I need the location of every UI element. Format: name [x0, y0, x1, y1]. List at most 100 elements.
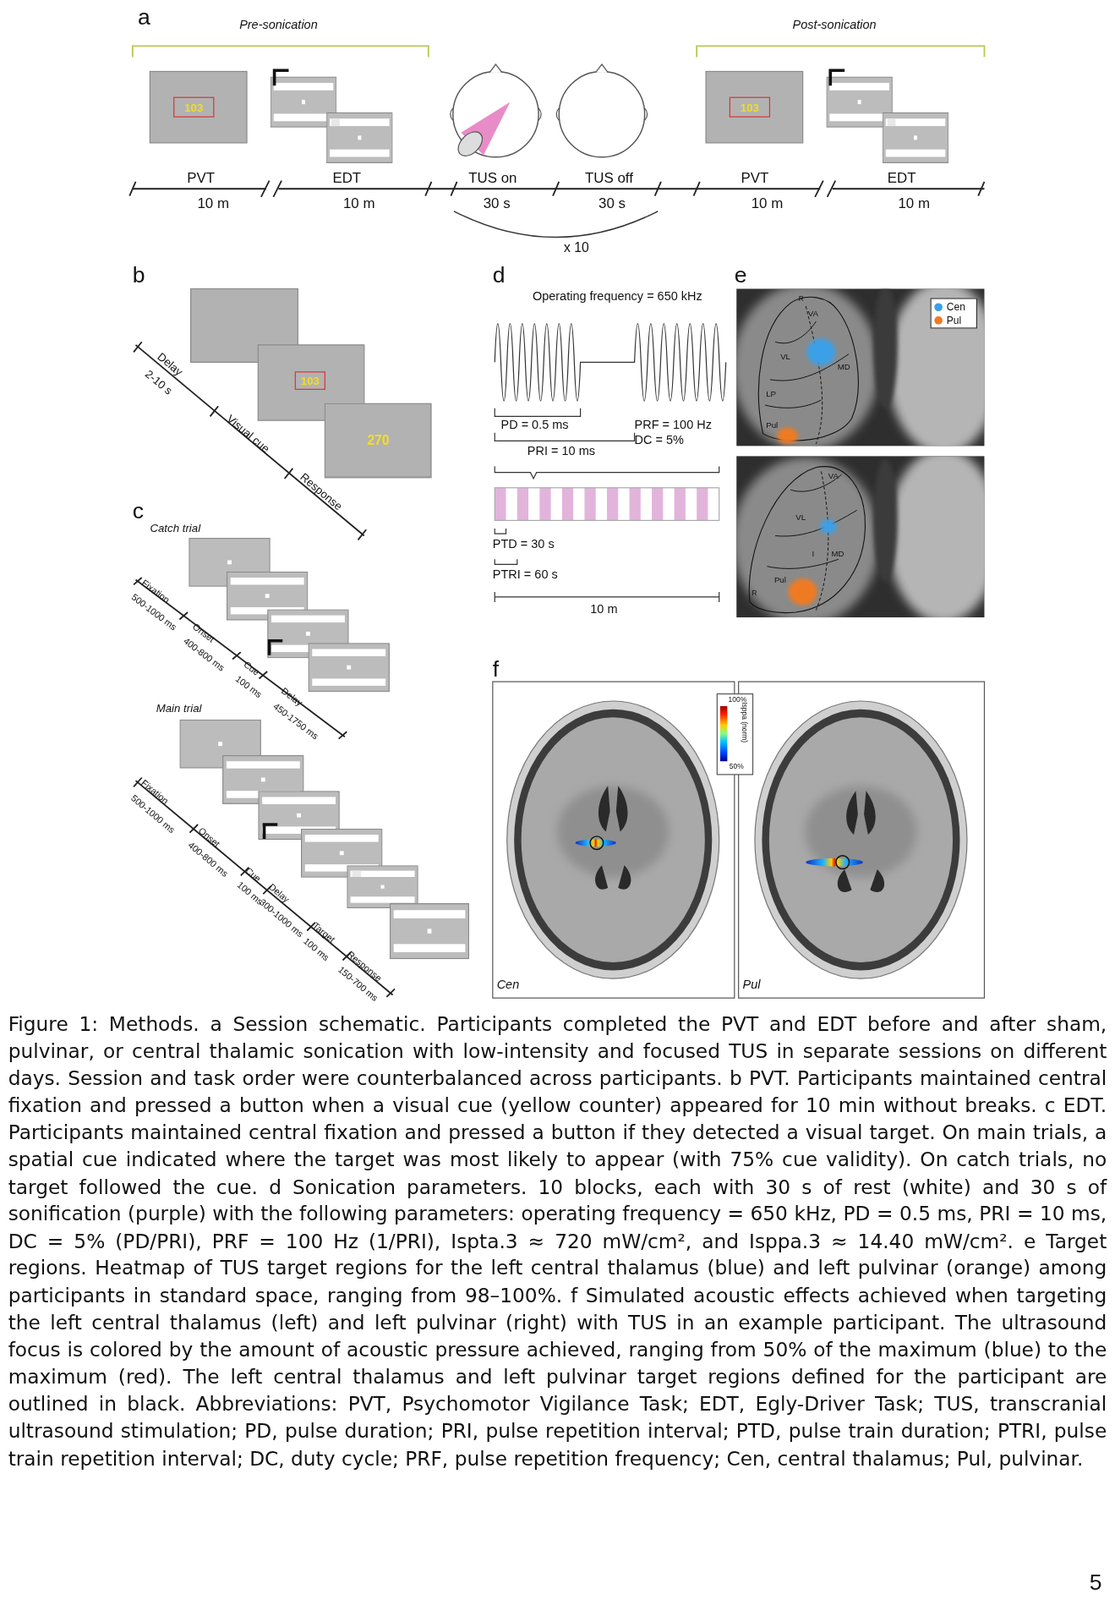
screen-text: 270 [366, 432, 389, 449]
panel-f-art-part [716, 694, 753, 775]
counter-text: 103 [300, 374, 320, 387]
panel-a-art-part [558, 71, 645, 157]
figure-label: MD [830, 548, 844, 558]
counter-box: 103 [295, 371, 326, 390]
panel-c-art-part [133, 577, 347, 739]
figure-label: 10 m [196, 194, 230, 211]
figure-label: Cue [241, 659, 262, 678]
panel-letter: 5 [1089, 1568, 1103, 1596]
figure-label: 10 m [751, 194, 784, 211]
panel-e-art-part-part [736, 457, 880, 618]
panel-e-art [732, 280, 1000, 625]
panel-e-art-part-part [766, 474, 857, 569]
panel-f-art-part [507, 700, 720, 979]
panel-f-art-part [492, 681, 735, 998]
figure-label: 400-800 ms [185, 839, 230, 879]
panel-f-art-part [769, 716, 953, 962]
panel-a-art-part [830, 70, 845, 86]
panel-a-art-part [132, 45, 429, 57]
figure-label: 10 m [590, 602, 618, 618]
panel-a-art-part [453, 127, 487, 161]
panel-d-art-part [494, 591, 719, 602]
counter-text: 103 [184, 100, 203, 113]
panel-a-art-part [489, 64, 502, 73]
figure-label: 30 s [598, 194, 626, 211]
figure-label: Operating frequency = 650 kHz [532, 289, 703, 305]
panel-e-art-part-part [887, 455, 985, 618]
figure-label: 30 s [483, 194, 511, 211]
panel-d-art-part [696, 487, 708, 521]
panel-a-art-part [882, 112, 948, 163]
panel-e-art-part [736, 455, 984, 618]
figure-label: MD [837, 361, 851, 372]
panel-c-art-part [133, 777, 395, 997]
panel-f-art-part [590, 836, 604, 850]
panel-d-art-part [494, 487, 506, 521]
figure-label: 10 m [897, 194, 930, 211]
panel-e-art-part-part [819, 519, 837, 534]
panel-f-art-part [804, 785, 918, 878]
panel-d-art-part [584, 487, 596, 521]
figure-label: Pre-sonication [239, 18, 318, 33]
figure-label: VL [780, 351, 791, 361]
panel-a-art-part [327, 112, 393, 163]
panel-a-art-part [129, 181, 984, 197]
panel-a-art [129, 45, 984, 237]
panel-e-art-part-part [873, 459, 898, 582]
panel-d-art-part [494, 408, 580, 417]
counter-box: 103 [729, 97, 771, 118]
panel-d-art-part [494, 432, 635, 442]
panel-a-art-part [132, 187, 985, 190]
figure-label: I [812, 548, 815, 558]
legend-item: Cen [934, 300, 966, 312]
panel-c-art-part [390, 903, 470, 959]
panel-f-art-part [754, 700, 968, 979]
panel-d-art-part [629, 487, 641, 521]
panel-letter: c [132, 497, 144, 525]
figure-label: DC = 5% [634, 433, 684, 449]
figure-label: R [751, 588, 757, 597]
figure-label: TUS off [584, 169, 634, 186]
panel-a-art-part [270, 76, 336, 127]
figure-label: Pul [765, 420, 778, 430]
panel-d-art-part [494, 465, 719, 478]
counter-box: 103 [173, 97, 214, 118]
panel-e-art-part-part [777, 427, 798, 444]
panel-f-art-part [837, 790, 885, 892]
panel-d-art-part [494, 323, 726, 402]
figure-label: EDT [332, 169, 361, 186]
legend-text: Cen [946, 300, 966, 312]
figure-label: LP [765, 389, 777, 399]
figure-label: x 10 [563, 240, 590, 257]
counter-text: 103 [740, 100, 760, 113]
panel-a-art-part [556, 108, 647, 121]
panel-a-art-part [274, 70, 290, 86]
panel-letter: d [492, 262, 506, 289]
panel-d-art-part [651, 487, 663, 521]
figure-label: PRI = 10 ms [527, 444, 596, 460]
panel-d-art-part [494, 487, 719, 521]
panel-d-art-part [539, 487, 551, 521]
panel-d-art-part [494, 528, 506, 534]
panel-letter: e [734, 262, 748, 289]
panel-e-art-part [736, 288, 984, 446]
panel-e-art-part-part [765, 321, 849, 408]
legend-box: CenPul [930, 297, 979, 328]
panel-a-art-part [696, 45, 984, 57]
panel-c-art-part [308, 643, 389, 692]
panel-e-art-part-part [887, 288, 985, 446]
panel-d-art-part [517, 487, 529, 521]
screen-box: 270 [324, 403, 432, 478]
panel-f-art-part [513, 709, 712, 971]
panel-a-art-part [705, 71, 804, 143]
figure-label: Pul [742, 978, 760, 993]
panel-c-art [133, 538, 469, 997]
panel-c-art-part [264, 824, 279, 839]
panel-f-art-part [836, 855, 850, 870]
figure-label: VL [795, 513, 806, 523]
panel-f-art-part [557, 785, 670, 878]
panel-d-art-part [494, 558, 518, 564]
panel-e-art-part-part [806, 338, 836, 366]
